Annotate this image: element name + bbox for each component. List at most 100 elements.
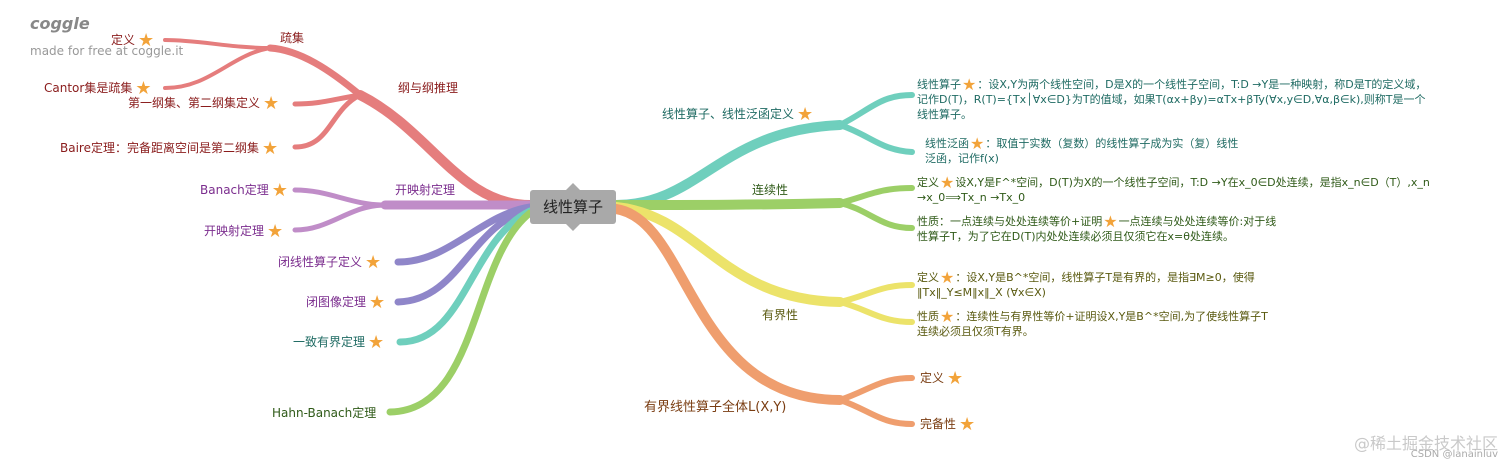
- branch-cont-def: [837, 185, 915, 206]
- branch-closed-graph: [394, 205, 534, 306]
- node-boundedness[interactable]: 有界性: [762, 308, 799, 322]
- branch-uniform-bound: [396, 207, 534, 346]
- star-icon: ★: [962, 75, 977, 94]
- node-first-second-category[interactable]: 第一纲集、第二纲集定义★: [128, 95, 279, 113]
- node-boundedness-prop[interactable]: 性质★：连续性与有界性等价+证明设X,Y是B^*空间,为了使线性算子T连续必须且…: [917, 309, 1277, 339]
- star-icon: ★: [135, 78, 152, 99]
- cont-def-text: 设X,Y是F^*空间，D(T)为X的一个线性子空间，T:D →Y在x_0∈D处连…: [917, 176, 1430, 204]
- node-closed-graph-label: 闭图像定理: [306, 295, 367, 309]
- star-icon: ★: [369, 292, 386, 313]
- node-boundedness-def[interactable]: 定义★：设X,Y是B^*空间，线性算子T是有界的，是指∃M≥0，使得‖Tx‖_Y…: [917, 270, 1337, 300]
- star-icon: ★: [138, 30, 155, 51]
- star-icon: ★: [970, 134, 985, 153]
- node-linear-functional-def[interactable]: 线性泛函★：取值于实数（复数）的线性算子成为实（复）线性泛函，记作f(x): [925, 136, 1245, 166]
- coggle-tagline: made for free at coggle.it: [30, 44, 184, 58]
- node-closed-operator-label: 闭线性算子定义: [278, 255, 363, 269]
- node-definitions-label: 线性算子、线性泛函定义: [662, 107, 795, 121]
- node-open-mapping[interactable]: 开映射定理: [395, 183, 456, 197]
- branch-open-mapping: [292, 187, 535, 233]
- bound-prop-title: 性质: [917, 310, 939, 323]
- star-icon: ★: [261, 138, 279, 159]
- center-node[interactable]: 线性算子: [530, 190, 616, 224]
- branch-closed-op: [394, 203, 534, 266]
- branch-boundedness: [611, 202, 915, 325]
- node-continuity[interactable]: 连续性: [752, 183, 789, 197]
- cont-prop-title: 性质: [917, 215, 939, 228]
- node-banach-theorem[interactable]: Banach定理★: [200, 182, 288, 200]
- node-closed-operator[interactable]: 闭线性算子定义★: [278, 252, 382, 273]
- branch-space-trunk: [611, 204, 845, 405]
- func-def-title: 线性泛函: [925, 137, 969, 150]
- node-cantor[interactable]: Cantor集是疏集★: [44, 78, 152, 99]
- star-icon: ★: [959, 414, 976, 435]
- node-open-mapping-theorem-label: 开映射定理: [204, 224, 265, 238]
- func-def-text: ：取值于实数（复数）的线性算子成为实（复）线性泛函，记作f(x): [925, 137, 1239, 165]
- cont-prop-b: 一点连续与处处连续等价:对于线性算子T，为了它在D(T)内处处连续必须且仅须它在…: [917, 215, 1277, 243]
- star-icon: ★: [947, 368, 964, 389]
- branch-bound-trunk: [611, 202, 845, 307]
- branch-bound-prop: [837, 299, 915, 325]
- branch-op-def: [837, 92, 915, 128]
- center-bottom-notch: [566, 224, 580, 231]
- branch-space-def: [837, 375, 915, 403]
- branch-sparse-def: [163, 38, 272, 50]
- watermark-author: CSDN @lanainluv: [1410, 449, 1498, 460]
- branch-definitions-trunk: [611, 120, 845, 210]
- node-linear-operator-def[interactable]: 线性算子★：设X,Y为两个线性空间，D是X的一个线性子空间，T:D →Y是一种映…: [917, 77, 1427, 122]
- op-def-text: ：设X,Y为两个线性空间，D是X的一个线性子空间，T:D →Y是一种映射，称D是…: [917, 78, 1427, 121]
- branch-func-def: [837, 122, 915, 155]
- branch-bound-def: [837, 282, 915, 305]
- star-icon: ★: [368, 332, 385, 353]
- node-sparse-def[interactable]: 定义★: [111, 30, 155, 51]
- cont-def-title: 定义: [917, 176, 939, 189]
- node-first-second-category-label: 第一纲集、第二纲集定义: [128, 96, 261, 110]
- node-sparse-def-label: 定义: [111, 33, 136, 47]
- bound-prop-text: ：连续性与有界性等价+证明设X,Y是B^*空间,为了使线性算子T连续必须且仅须T…: [917, 310, 1268, 338]
- star-icon: ★: [940, 268, 955, 287]
- branch-baire: [163, 38, 535, 210]
- watermark-site: @稀土掘金技术社区: [1353, 434, 1498, 453]
- branch-open-thm: [292, 202, 388, 233]
- bound-def-title: 定义: [917, 271, 939, 284]
- node-open-mapping-theorem[interactable]: 开映射定理★: [204, 221, 284, 242]
- star-icon: ★: [1103, 212, 1118, 231]
- cont-prop-a: ：一点连续与处处连续等价+证明: [939, 215, 1103, 228]
- node-banach-theorem-label: Banach定理: [200, 183, 269, 197]
- branch-sparse-cantor: [163, 46, 272, 90]
- node-completeness[interactable]: 完备性★: [920, 414, 976, 435]
- node-definitions[interactable]: 线性算子、线性泛函定义★: [662, 106, 813, 124]
- branch-space-complete: [837, 397, 915, 427]
- node-uniform-bound-label: 一致有界定理: [293, 335, 366, 349]
- star-icon: ★: [365, 252, 382, 273]
- branch-space: [611, 204, 915, 427]
- node-continuity-prop[interactable]: 性质：一点连续与处处连续等价+证明★一点连续与处处连续等价:对于线性算子T，为了…: [917, 214, 1277, 244]
- node-baire-theorem-label: Baire定理：完备距离空间是第二纲集: [60, 141, 259, 155]
- node-uniform-bound[interactable]: 一致有界定理★: [293, 332, 385, 353]
- node-hahn-banach[interactable]: Hahn-Banach定理: [272, 406, 377, 420]
- node-bounded-operator-space[interactable]: 有界线性算子全体L(X,Y): [644, 400, 787, 415]
- node-completeness-label: 完备性: [920, 417, 957, 431]
- branch-hahn-banach: [386, 209, 534, 416]
- node-cantor-label: Cantor集是疏集: [44, 81, 133, 95]
- node-baire-theorem[interactable]: Baire定理：完备距离空间是第二纲集★: [60, 138, 279, 159]
- node-sparse-set[interactable]: 疏集: [280, 31, 305, 45]
- node-closed-graph[interactable]: 闭图像定理★: [306, 292, 386, 313]
- node-continuity-def[interactable]: 定义★设X,Y是F^*空间，D(T)为X的一个线性子空间，T:D →Y在x_0∈…: [917, 175, 1437, 205]
- branch-baire-theorem: [292, 92, 363, 150]
- branch-continuity: [611, 185, 915, 231]
- op-def-title: 线性算子: [917, 78, 961, 91]
- branch-cont-prop: [837, 200, 915, 231]
- branch-sparse-set: [266, 44, 364, 99]
- coggle-logo: coggle: [30, 14, 90, 33]
- branch-closed: [394, 203, 534, 306]
- node-baire[interactable]: 纲与纲推理: [398, 81, 459, 95]
- node-space-def[interactable]: 定义★: [920, 368, 964, 389]
- bound-def-text: ：设X,Y是B^*空间，线性算子T是有界的，是指∃M≥0，使得‖Tx‖_Y≤M‖…: [917, 271, 1255, 299]
- branch-baire-first: [292, 92, 363, 107]
- star-icon: ★: [940, 307, 955, 326]
- star-icon: ★: [940, 173, 955, 192]
- node-space-def-label: 定义: [920, 371, 945, 385]
- center-top-notch: [566, 183, 580, 190]
- star-icon: ★: [267, 221, 284, 242]
